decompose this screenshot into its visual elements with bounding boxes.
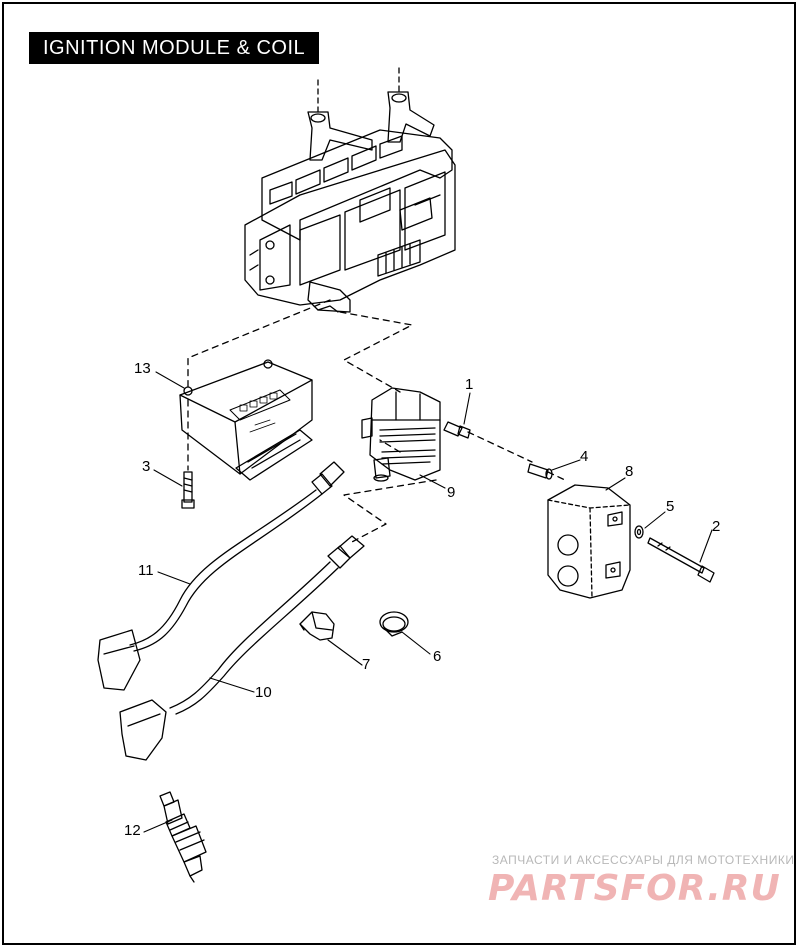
callout-3: 3 xyxy=(142,458,151,475)
watermark-tagline: ЗАПЧАСТИ И АКСЕССУАРЫ ДЛЯ МОТОТЕХНИКИ xyxy=(492,853,795,867)
module-screw xyxy=(181,471,195,509)
callout-2: 2 xyxy=(712,518,721,535)
callout-leaders xyxy=(143,371,713,833)
callout-6: 6 xyxy=(433,648,442,665)
coil-screw xyxy=(443,421,471,439)
spark-plug-cable-long xyxy=(119,535,365,761)
long-bolt xyxy=(647,537,715,583)
callout-5: 5 xyxy=(666,498,675,515)
spacer xyxy=(527,463,553,480)
callout-1: 1 xyxy=(465,376,474,393)
spark-plug-cable-short xyxy=(97,461,345,691)
washer xyxy=(634,525,644,539)
spark-plug xyxy=(159,791,207,883)
assembly-leader-lines xyxy=(187,299,566,544)
callout-13: 13 xyxy=(134,360,151,377)
callout-12: 12 xyxy=(124,822,141,839)
callout-4: 4 xyxy=(580,448,589,465)
callout-9: 9 xyxy=(447,484,456,501)
callout-8: 8 xyxy=(625,463,634,480)
coil-cover xyxy=(547,484,631,599)
watermark-logo: PARTSFOR.RU xyxy=(488,868,781,909)
cable-clip xyxy=(299,611,335,641)
band-clamp xyxy=(379,611,409,637)
callout-10: 10 xyxy=(255,684,272,701)
ignition-coil xyxy=(361,387,441,482)
callout-11: 11 xyxy=(138,562,154,579)
mounting-bracket xyxy=(244,67,456,313)
page-title: IGNITION MODULE & COIL xyxy=(29,32,320,64)
ignition-module xyxy=(179,359,313,481)
callout-7: 7 xyxy=(362,656,371,673)
